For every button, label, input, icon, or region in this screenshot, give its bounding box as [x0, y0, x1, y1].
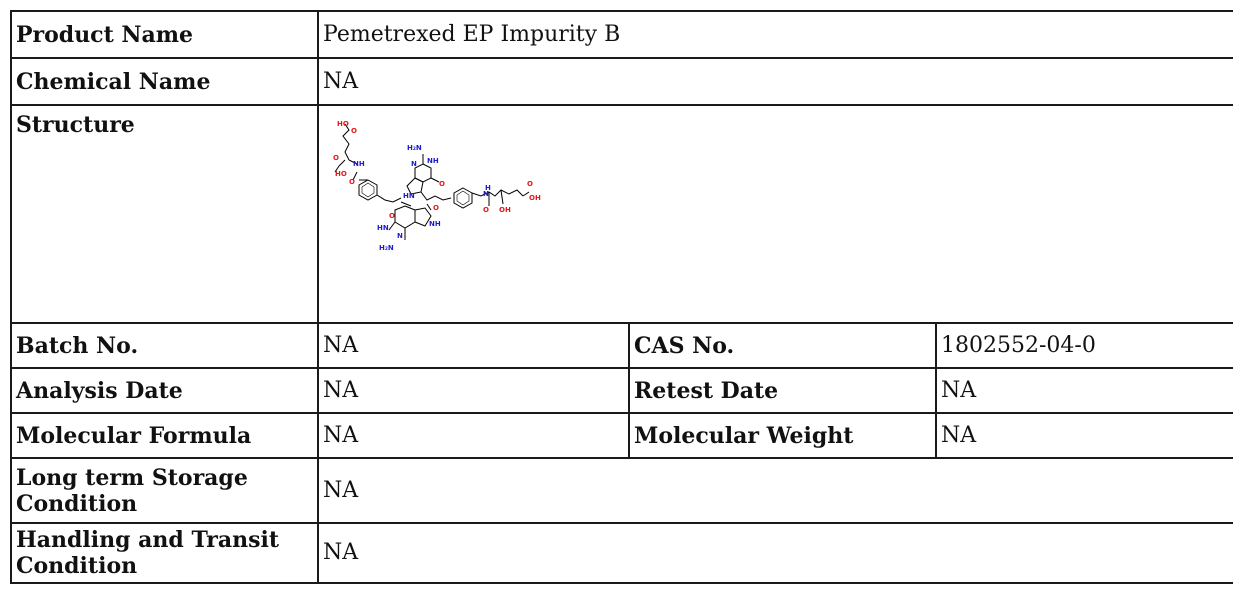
batch-no-label: Batch No.	[10, 322, 319, 369]
row-storage: Long term Storage Condition NA	[10, 457, 1233, 524]
chemical-structure-image: HO O O NH HO O H₂N N NH O HN O NH O	[333, 120, 541, 252]
molecular-weight-value: NA	[934, 412, 1233, 459]
row-batch-cas: Batch No. NA CAS No. 1802552-04-0	[10, 322, 1233, 369]
atom-label-nh: NH	[429, 220, 441, 228]
atom-label-o: O	[351, 127, 357, 135]
atom-label-oh: OH	[529, 194, 541, 202]
atom-label-ho: HO	[337, 120, 349, 128]
atom-label-h2n: H₂N	[379, 244, 394, 252]
atom-label-o: O	[439, 180, 445, 188]
product-name-value: Pemetrexed EP Impurity B	[316, 10, 1233, 59]
chemical-name-label: Chemical Name	[10, 57, 319, 106]
atom-label-n: N	[483, 190, 489, 198]
atom-label-o: O	[483, 206, 489, 214]
atom-label-oh: OH	[499, 206, 511, 214]
row-chemical-name: Chemical Name NA	[10, 57, 1233, 106]
structure-label: Structure	[10, 104, 319, 324]
atom-label-hn: HN	[377, 224, 389, 232]
structure-cell: HO O O NH HO O H₂N N NH O HN O NH O	[316, 104, 1233, 324]
analysis-date-value: NA	[317, 367, 630, 414]
row-formula-weight: Molecular Formula NA Molecular Weight NA	[10, 412, 1233, 459]
atom-label-n: N	[411, 160, 417, 168]
row-handling: Handling and Transit Condition NA	[10, 522, 1233, 584]
molecular-formula-label: Molecular Formula	[10, 412, 319, 459]
storage-label: Long term Storage Condition	[10, 457, 319, 524]
atom-label-o: O	[433, 204, 439, 212]
atom-label-nh: NH	[353, 160, 365, 168]
atom-label-o: O	[349, 178, 355, 186]
atom-label-nh: NH	[427, 157, 439, 165]
row-product-name: Product Name Pemetrexed EP Impurity B	[10, 10, 1233, 59]
atom-label-hn: HN	[403, 192, 415, 200]
atom-label-h2n: H₂N	[407, 144, 422, 152]
molecular-formula-value: NA	[317, 412, 630, 459]
atom-label-h: H	[485, 184, 491, 192]
handling-label: Handling and Transit Condition	[10, 522, 319, 584]
molecular-weight-label: Molecular Weight	[628, 412, 937, 459]
analysis-date-label: Analysis Date	[10, 367, 319, 414]
atom-label-o: O	[527, 180, 533, 188]
row-dates: Analysis Date NA Retest Date NA	[10, 367, 1233, 414]
handling-value: NA	[316, 522, 1233, 584]
row-structure: Structure	[10, 104, 1233, 324]
specification-table: Product Name Pemetrexed EP Impurity B Ch…	[10, 10, 1233, 584]
storage-value: NA	[316, 457, 1233, 524]
atom-label-o: O	[333, 154, 339, 162]
product-name-label: Product Name	[10, 10, 319, 59]
chemical-name-value: NA	[316, 57, 1233, 106]
atom-label-ho: HO	[335, 170, 347, 178]
cas-no-label: CAS No.	[628, 322, 937, 369]
retest-date-label: Retest Date	[628, 367, 937, 414]
retest-date-value: NA	[934, 367, 1233, 414]
batch-no-value: NA	[317, 322, 630, 369]
atom-label-n: N	[397, 232, 403, 240]
cas-no-value: 1802552-04-0	[934, 322, 1233, 369]
atom-label-o: O	[389, 212, 395, 220]
